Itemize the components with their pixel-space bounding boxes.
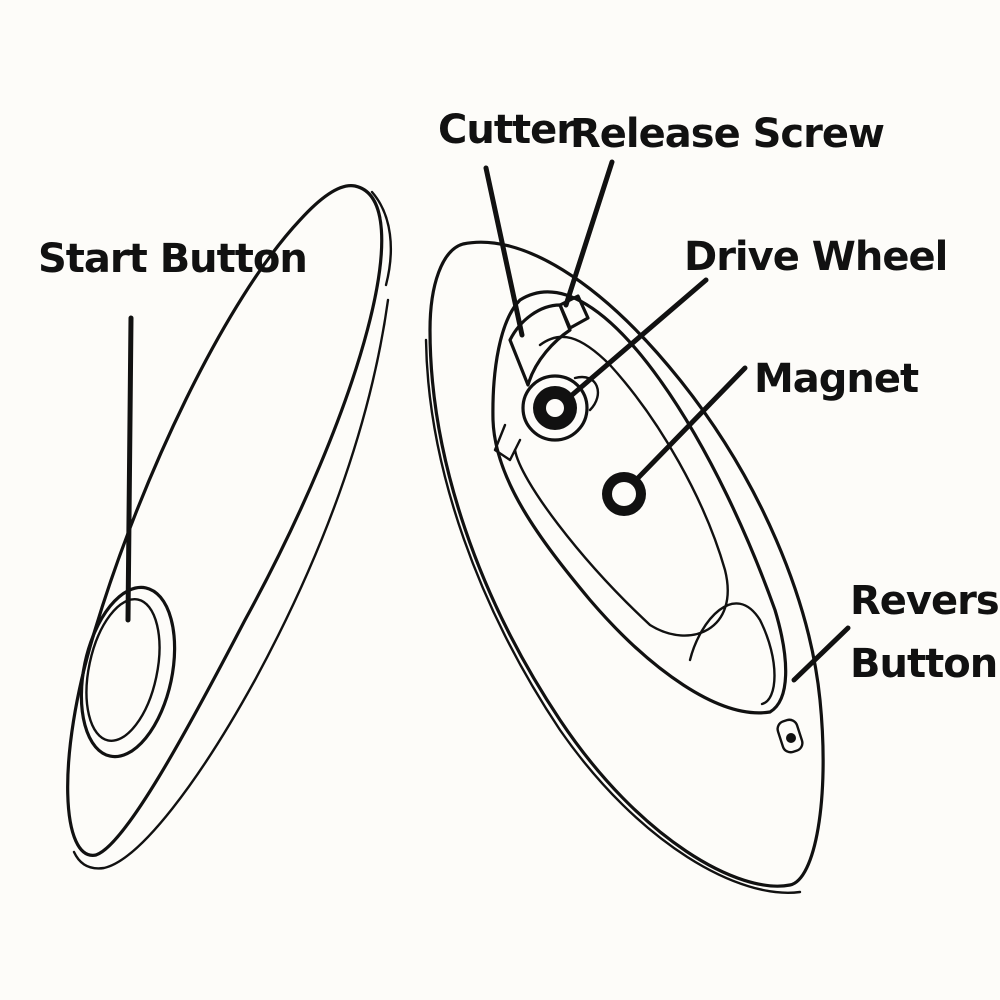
right-device-base-edge: [424, 338, 802, 894]
drive-wheel: [521, 374, 600, 442]
right-device-top-view: [424, 240, 825, 894]
left-device-base-edge: [72, 298, 390, 870]
reverse-button-label-line2: Button: [850, 641, 997, 687]
release-screw-label: Release Screw: [570, 111, 884, 157]
right-device-outer-shell: [428, 240, 825, 888]
start-button-label: Start Button: [38, 236, 307, 282]
reverse-button-leader: [791, 625, 851, 683]
cutter-label: Cutter: [438, 107, 576, 153]
left-device-rim: [370, 190, 393, 287]
magnet: [602, 472, 646, 516]
reverse-button-label-line1: Reverse: [850, 578, 1000, 624]
drive-wheel-label: Drive Wheel: [684, 234, 947, 280]
magnet-leader: [633, 365, 748, 483]
cutter-blade: [493, 303, 572, 462]
left-device-bottom-view: [66, 184, 393, 870]
start-button-outer-ring: [79, 585, 177, 759]
cutter-leader: [483, 165, 525, 338]
start-button-inner-ring: [85, 598, 161, 742]
start-button-leader: [125, 315, 134, 623]
reverse-button: [776, 718, 804, 754]
right-device-inner-recess: [513, 335, 729, 637]
left-device-outer-shell: [66, 184, 384, 857]
right-device-top-panel: [491, 290, 788, 715]
right-device-front-groove: [688, 602, 776, 706]
magnet-label: Magnet: [754, 356, 919, 402]
drive-wheel-leader: [569, 277, 709, 398]
release-screw-leader: [563, 159, 615, 308]
release-screw: [558, 294, 590, 330]
